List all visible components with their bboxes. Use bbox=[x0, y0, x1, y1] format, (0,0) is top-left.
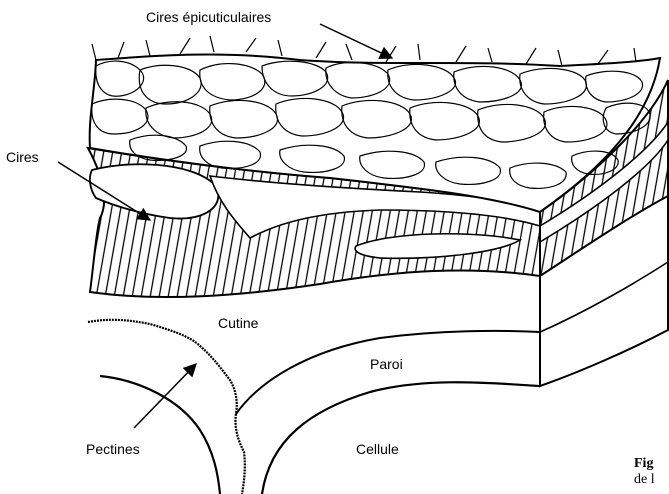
caption-line-1: Fig bbox=[634, 456, 655, 472]
paroi-boundary-right bbox=[236, 331, 540, 414]
arrow-pectines bbox=[134, 364, 196, 428]
label-cutine: Cutine bbox=[218, 315, 259, 331]
caption-line-2: de l bbox=[634, 472, 655, 488]
arrow-cires-epicuticulaires bbox=[320, 24, 392, 58]
pectine-cell bbox=[100, 376, 220, 494]
label-pectines: Pectines bbox=[86, 441, 140, 457]
label-cires: Cires bbox=[6, 149, 39, 165]
label-cires-epicuticulaires: Cires épicuticulaires bbox=[146, 9, 271, 25]
label-paroi: Paroi bbox=[370, 356, 403, 372]
figure-caption: Fig de l bbox=[634, 456, 655, 488]
cell-membrane bbox=[262, 382, 540, 494]
label-cellule: Cellule bbox=[356, 441, 399, 457]
paroi-boundary bbox=[88, 320, 245, 494]
